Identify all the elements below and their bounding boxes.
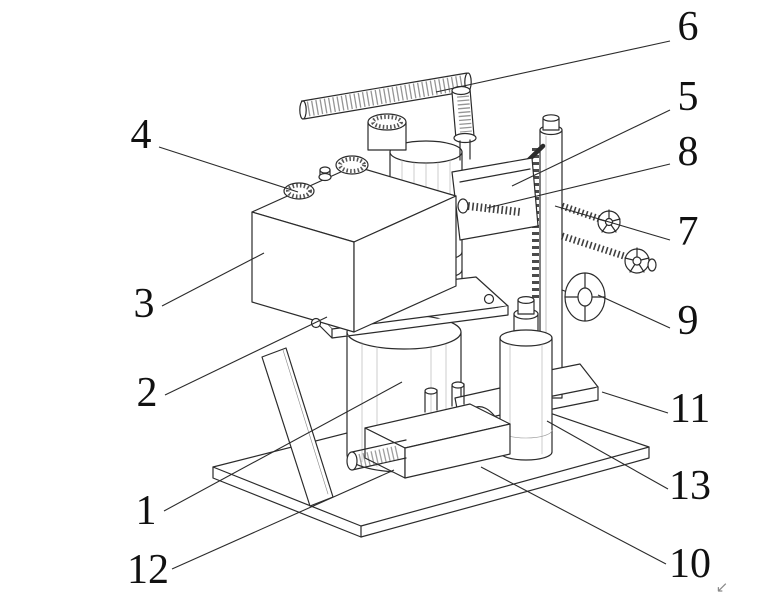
leader-line-8 [486,163,671,209]
part-label-13: 13 [669,463,711,509]
leader-line-6 [435,40,671,93]
clamp-arm [451,157,539,241]
corner-mark: ↙ [716,578,729,596]
pump-cylinder [499,296,553,461]
valve-manifold [346,381,511,479]
leader-line-10 [480,466,667,565]
leader-line-2 [164,316,328,396]
leader-line-7 [554,205,671,241]
leader-line-11 [601,391,669,414]
machine-illustration [212,72,657,538]
part-label-8: 8 [678,129,699,175]
part-label-5: 5 [678,74,699,120]
leader-line-1 [163,381,403,512]
leader-line-13 [546,420,669,490]
callout-layer: 6 5 8 7 9 11 13 10 4 3 2 1 12 [127,4,711,593]
part-label-6: 6 [678,4,699,50]
oil-tank [251,155,457,333]
part-label-10: 10 [669,541,711,587]
leader-line-5 [511,109,671,187]
part-label-2: 2 [137,370,158,416]
leader-line-9 [597,294,671,329]
part-label-4: 4 [131,112,152,158]
leader-line-12 [171,469,395,570]
part-label-1: 1 [136,488,157,534]
flange-bolts [310,293,495,329]
part-label-11: 11 [670,386,710,432]
part-label-3: 3 [134,281,155,327]
part-label-7: 7 [678,209,699,255]
part-label-12: 12 [127,547,169,593]
pump-handle [299,72,477,161]
feed-screw-knobs [560,202,657,274]
leader-line-3 [161,252,265,307]
leader-line-4 [158,146,299,193]
part-label-9: 9 [678,298,699,344]
handwheel [561,272,606,322]
